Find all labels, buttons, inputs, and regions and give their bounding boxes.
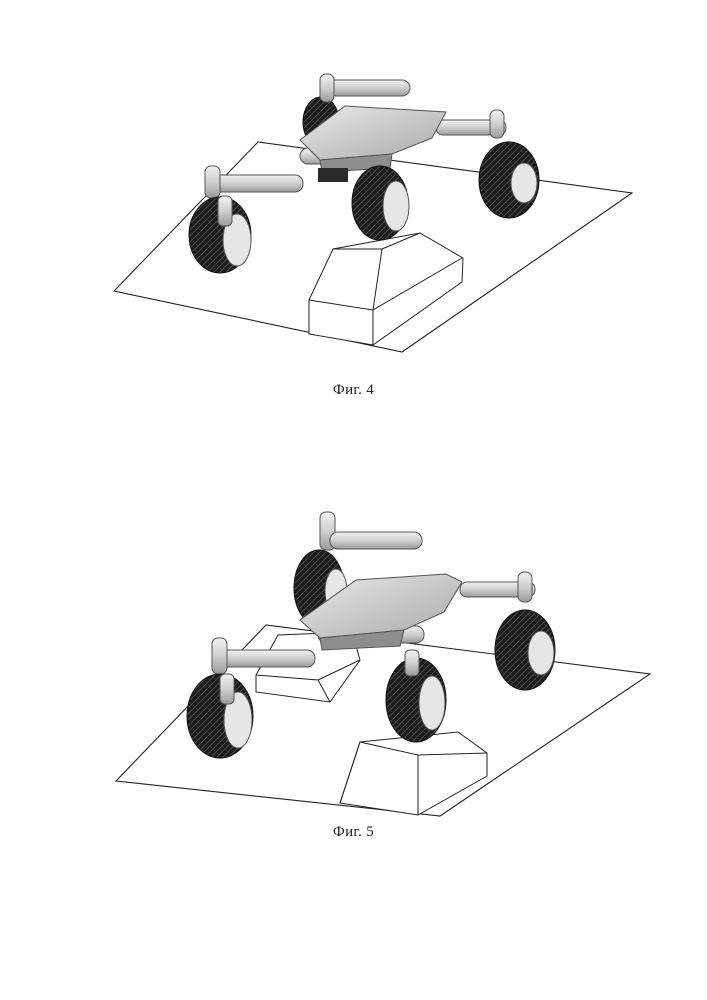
figure-5-drawing — [0, 470, 707, 870]
obstacle-block — [309, 233, 463, 345]
figure-4: Фиг. 4 — [0, 0, 707, 440]
rover-drawing — [187, 512, 555, 758]
figure-5: Фиг. 5 — [0, 470, 707, 870]
figure-5-caption: Фиг. 5 — [0, 824, 707, 841]
obstacle-block-front — [340, 732, 487, 815]
figure-4-drawing — [0, 0, 707, 440]
figure-4-caption: Фиг. 4 — [0, 382, 707, 399]
